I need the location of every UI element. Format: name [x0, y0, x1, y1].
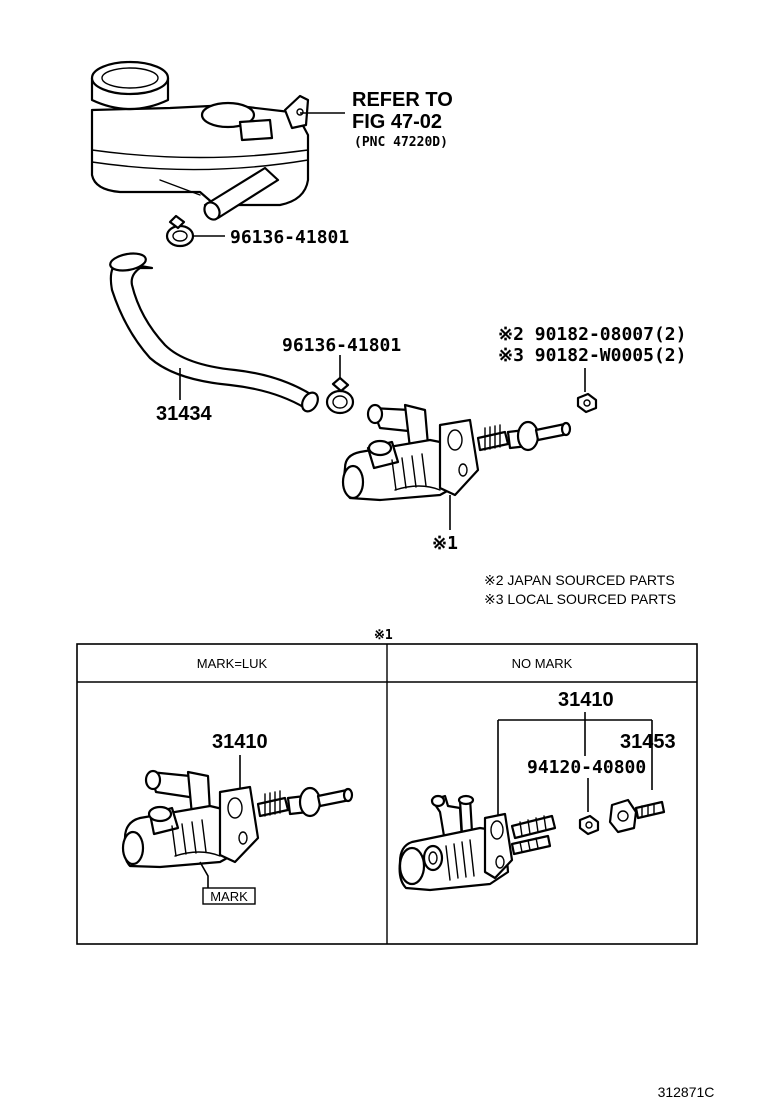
nomark-sub-part-31453: 31453 — [620, 731, 676, 753]
luk-cylinder-part-number: 31410 — [212, 731, 268, 753]
nut-japan-part-number: ※2 90182-08007(2) — [498, 324, 686, 345]
refer-to-pnc: (PNC 47220D) — [354, 135, 448, 150]
hose-part-number: 31434 — [156, 403, 212, 425]
reservoir-tank-icon — [90, 60, 310, 221]
clip-top-part-number: 96136-41801 — [230, 227, 349, 248]
mark-label: MARK — [210, 889, 248, 904]
figure-id: 312871C — [658, 1084, 715, 1100]
nomark-nut-icon — [578, 814, 600, 836]
clip-mid-part-number: 96136-41801 — [282, 335, 401, 356]
hose-clip-mid-icon — [325, 376, 355, 415]
refer-to-line2: FIG 47-02 — [352, 111, 442, 133]
table-ref-mark: ※1 — [374, 628, 393, 643]
nomark-master-cylinder-icon — [398, 794, 557, 892]
nut-local-part-number: ※3 90182-W0005(2) — [498, 345, 686, 366]
table-header-mark-luk: MARK=LUK — [197, 656, 268, 671]
nut-icon — [576, 392, 598, 414]
luk-master-cylinder-icon — [121, 769, 354, 869]
refer-to-line1: REFER TO — [352, 89, 453, 111]
nomark-sub-part-94120: 94120-40800 — [527, 757, 646, 778]
nomark-leader-lines — [497, 712, 653, 830]
hose-clip-top-icon — [165, 214, 195, 248]
nomark-bolt-icon — [608, 798, 666, 834]
note-local-sourced: ※3 LOCAL SOURCED PARTS — [484, 591, 676, 607]
nomark-cylinder-part-number: 31410 — [558, 689, 614, 711]
reservoir-hose-icon — [109, 252, 319, 413]
table-header-no-mark: NO MARK — [512, 656, 573, 671]
note-japan-sourced: ※2 JAPAN SOURCED PARTS — [484, 572, 675, 588]
clutch-master-cylinder-icon — [341, 403, 572, 502]
variant-table — [76, 643, 698, 945]
cylinder-ref-mark: ※1 — [432, 533, 458, 554]
